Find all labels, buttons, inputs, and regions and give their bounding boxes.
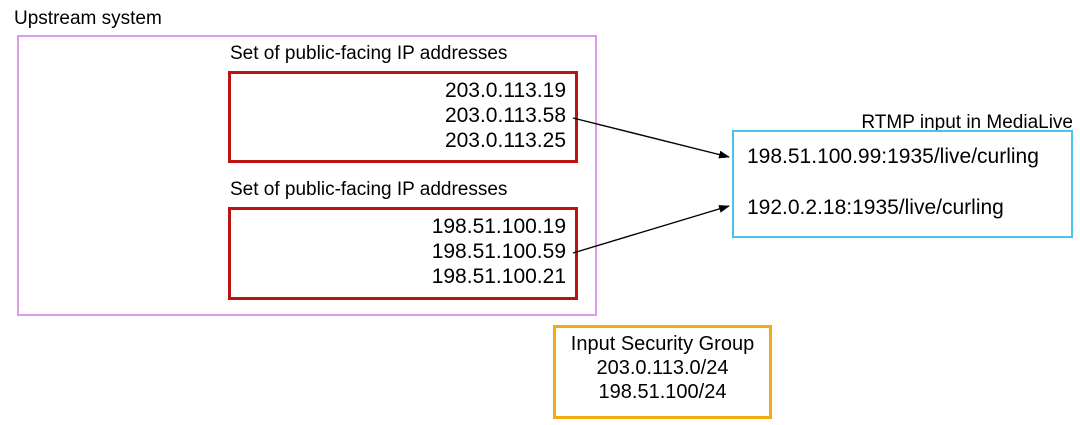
ip-set-1-box: 203.0.113.19 203.0.113.58 203.0.113.25: [228, 71, 578, 163]
ip-set-2-label: Set of public-facing IP addresses: [230, 179, 508, 200]
ip-address: 198.51.100.59: [431, 240, 566, 263]
input-security-group-box: Input Security Group 203.0.113.0/24 198.…: [553, 325, 772, 419]
ip-set-1-address-list: 203.0.113.19 203.0.113.58 203.0.113.25: [445, 78, 566, 153]
upstream-system-container: [17, 35, 597, 316]
ip-address: 198.51.100.19: [431, 215, 566, 238]
cidr-block: 203.0.113.0/24: [596, 357, 729, 379]
rtmp-endpoint: 192.0.2.18:1935/live/curling: [747, 196, 1004, 219]
input-security-group-content: Input Security Group 203.0.113.0/24 198.…: [556, 332, 769, 404]
ip-address: 198.51.100.21: [431, 265, 566, 288]
ip-set-2-address-list: 198.51.100.19 198.51.100.59 198.51.100.2…: [432, 214, 566, 289]
ip-address: 203.0.113.19: [444, 79, 566, 102]
ip-address: 203.0.113.25: [444, 129, 566, 152]
rtmp-input-label: RTMP input in MediaLive: [861, 112, 1073, 133]
rtmp-input-box: 198.51.100.99:1935/live/curling 192.0.2.…: [732, 130, 1073, 238]
ip-address: 203.0.113.58: [444, 104, 566, 127]
rtmp-endpoint: 198.51.100.99:1935/live/curling: [747, 145, 1039, 168]
upstream-system-title: Upstream system: [14, 8, 162, 29]
ip-set-2-box: 198.51.100.19 198.51.100.59 198.51.100.2…: [228, 207, 578, 300]
ip-set-1-label: Set of public-facing IP addresses: [230, 43, 508, 64]
cidr-block: 198.51.100/24: [598, 381, 727, 403]
input-security-group-title: Input Security Group: [570, 333, 755, 355]
